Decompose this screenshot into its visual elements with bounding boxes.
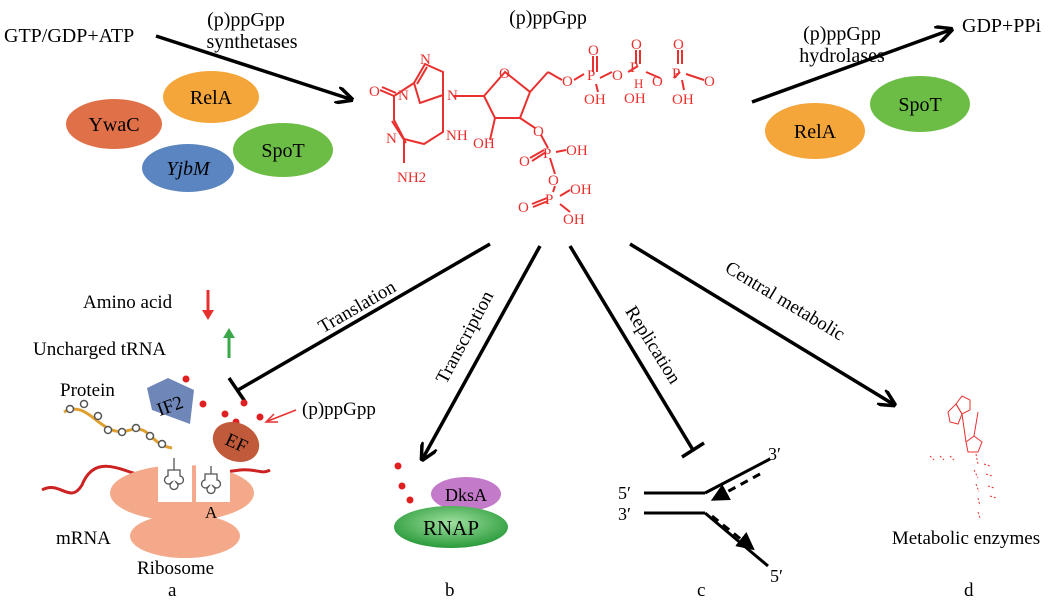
replication-inhibit-line (568, 245, 695, 451)
svg-text:P: P (587, 68, 595, 84)
panel-d-letter: d (964, 580, 974, 601)
ppgpp-structure: N N N NH O NH2 N O OH O O O P O OH P O O… (369, 37, 715, 228)
fork-top-left-label: 5′ (618, 483, 631, 503)
svg-text:OH: OH (584, 92, 606, 108)
svg-text:O: O (548, 173, 559, 189)
uncharged-trna-label: Uncharged tRNA (33, 339, 166, 360)
svg-text:SpoT: SpoT (261, 140, 304, 162)
rnap: RNAP (394, 506, 508, 548)
svg-text:YjbM: YjbM (166, 158, 211, 180)
svg-text:O: O (369, 84, 380, 100)
a-site-label: A (205, 503, 218, 522)
svg-text:RelA: RelA (794, 121, 837, 143)
svg-text:DksA: DksA (445, 485, 487, 505)
svg-text:P: P (630, 60, 638, 76)
svg-text:O: O (612, 68, 623, 84)
svg-text:NH2: NH2 (397, 170, 426, 186)
svg-text:O: O (704, 74, 715, 90)
svg-text:H: H (634, 76, 643, 91)
svg-text:OH: OH (566, 143, 588, 159)
substrate-label: GTP/GDP+ATP (4, 25, 134, 47)
hydrolases-label-2: hydrolases (799, 45, 885, 67)
svg-text:OH: OH (563, 212, 585, 228)
central-metabolic-arrow (629, 242, 893, 404)
enzyme-yjbm: YjbM (142, 144, 234, 192)
replication-fork (644, 457, 771, 568)
svg-text:OH: OH (570, 182, 592, 198)
svg-text:OH: OH (473, 136, 495, 152)
svg-text:O: O (562, 74, 573, 90)
mrna-label: mRNA (56, 528, 111, 549)
svg-text:O: O (631, 37, 642, 53)
ribosome (110, 462, 254, 558)
svg-text:SpoT: SpoT (898, 94, 941, 116)
ppgpp-pointer-arrow (267, 409, 297, 422)
ppgpp-dots-b (394, 462, 414, 504)
synthetases-label-2: synthetases (206, 31, 297, 53)
svg-text:N: N (398, 88, 409, 104)
fork-bottom-right-label: 5′ (770, 566, 783, 586)
ppgpp-pointer-label: (p)ppGpp (302, 399, 376, 420)
svg-text:P: P (543, 146, 551, 162)
enzyme-rela-right: RelA (765, 103, 865, 159)
svg-text:RNAP: RNAP (423, 516, 479, 540)
trna-pair (163, 458, 222, 495)
center-title: (p)ppGpp (509, 7, 587, 29)
transcription-arrow (423, 245, 542, 458)
svg-text:OH: OH (672, 92, 694, 108)
amino-acid-label: Amino acid (83, 292, 173, 313)
svg-text:O: O (519, 154, 530, 170)
ribosome-label: Ribosome (137, 558, 214, 579)
metabolic-enzymes-label: Metabolic enzymes (892, 528, 1040, 549)
mini-ppgpp-structure (929, 395, 997, 519)
svg-text:O: O (533, 124, 544, 140)
svg-text:O: O (673, 37, 684, 53)
enzyme-spot-left: SpoT (233, 123, 333, 177)
protein-label: Protein (60, 380, 115, 401)
svg-text:N: N (386, 131, 397, 147)
synthesis-arrow (155, 34, 350, 99)
svg-text:NH: NH (446, 128, 468, 144)
hydrolases-label-1: (p)ppGpp (803, 23, 881, 45)
enzyme-spot-right: SpoT (870, 76, 970, 132)
svg-text:YwaC: YwaC (88, 114, 139, 136)
ppgpp-dots-a (182, 375, 264, 426)
protein-chain (63, 407, 173, 450)
if2-factor: IF2 (147, 378, 194, 424)
translation-label: Translation (315, 276, 400, 337)
panel-a-letter: a (168, 580, 177, 601)
svg-text:N: N (447, 88, 458, 104)
hydrolysis-arrow (751, 30, 950, 104)
mrna-strand (41, 464, 271, 495)
fork-top-right-label: 3′ (768, 444, 781, 464)
product-label: GDP+PPi (962, 15, 1042, 37)
panel-b-letter: b (445, 580, 455, 601)
svg-text:RelA: RelA (190, 87, 233, 109)
svg-text:O: O (588, 43, 599, 59)
panel-c-letter: c (697, 580, 705, 601)
synthetases-label-1: (p)ppGpp (207, 9, 285, 31)
dksa: DksA (431, 477, 501, 511)
enzyme-rela-left: RelA (163, 71, 259, 123)
svg-text:P: P (545, 192, 553, 208)
replication-inhibit-bar (681, 441, 705, 459)
translation-inhibit-bar (227, 377, 248, 404)
svg-text:N: N (420, 52, 431, 68)
svg-text:P: P (672, 66, 680, 82)
fork-bottom-left-label: 3′ (618, 504, 631, 524)
svg-text:O: O (499, 66, 510, 82)
enzyme-ywac: YwaC (66, 99, 162, 149)
svg-text:OH: OH (624, 91, 646, 107)
ef-factor: EF (212, 422, 260, 462)
svg-text:O: O (518, 200, 529, 216)
svg-text:O: O (652, 74, 663, 90)
translation-inhibit-line (237, 242, 491, 392)
central-metabolic-label: Central metabolic (721, 257, 848, 345)
